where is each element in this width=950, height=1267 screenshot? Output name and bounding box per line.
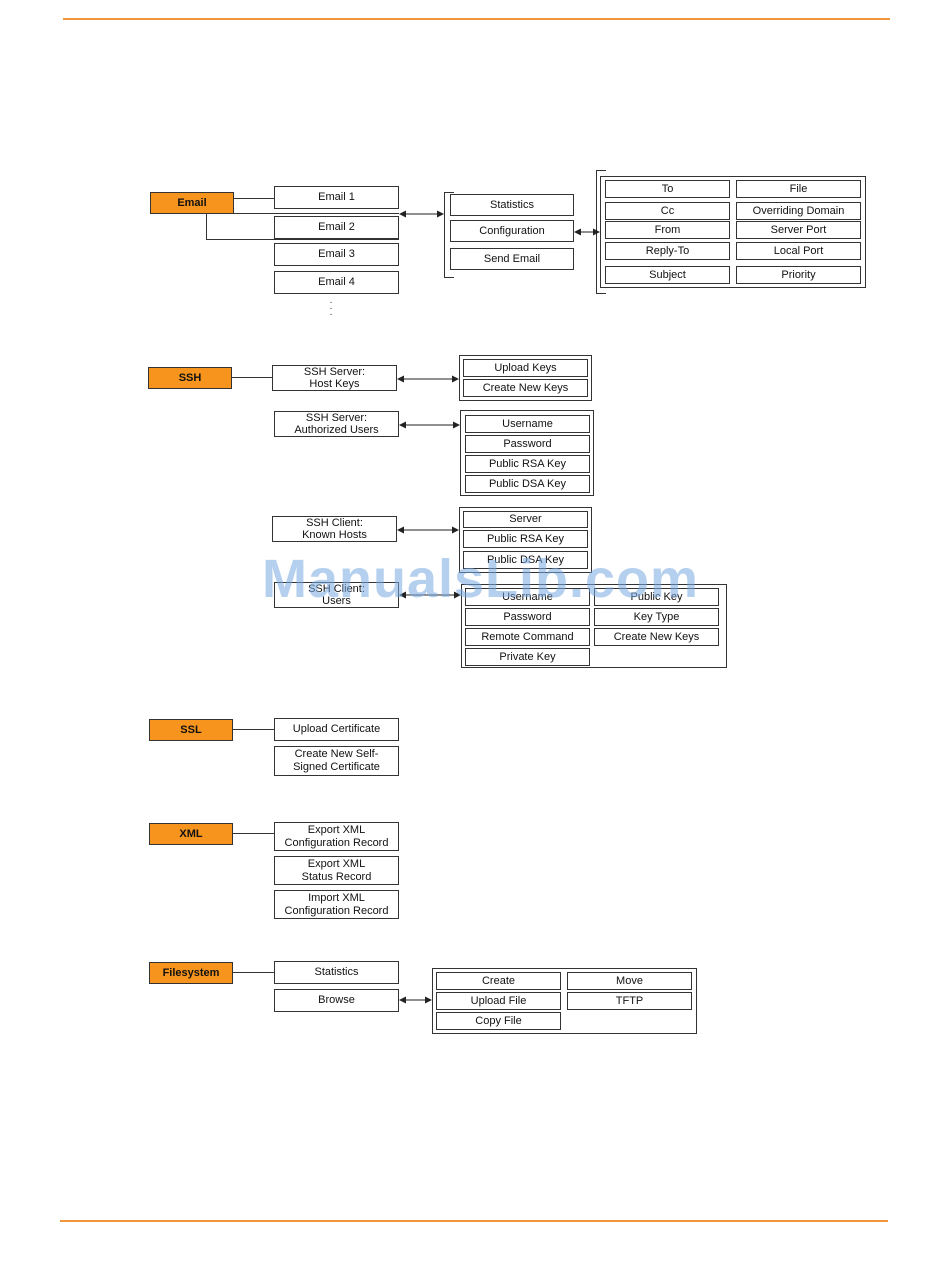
email-category: Email — [150, 192, 234, 214]
ssh-known-hosts-dsa: Public DSA Key — [463, 551, 588, 569]
bottom-rule — [60, 1220, 888, 1222]
email-connector-2 — [206, 214, 207, 240]
email-config-local-port: Local Port — [736, 242, 861, 260]
email-config-frame — [600, 176, 866, 288]
email-config-file: File — [736, 180, 861, 198]
email-config-subject: Subject — [605, 266, 730, 284]
filesystem-browse: Browse — [274, 989, 399, 1012]
ssh-known-hosts-item: SSH Client: Known Hosts — [272, 516, 397, 542]
ssh-client-key-type: Key Type — [594, 608, 719, 626]
email-connector-3 — [206, 239, 399, 240]
ssh-client-private-key: Private Key — [465, 648, 590, 666]
xml-category: XML — [149, 823, 233, 845]
email-item-3: Email 3 — [274, 243, 399, 266]
email-config-cc: Cc — [605, 202, 730, 220]
xml-export-status: Export XML Status Record — [274, 856, 399, 885]
email-config-reply-to: Reply-To — [605, 242, 730, 260]
ssh-client-public-key: Public Key — [594, 588, 719, 606]
filesystem-move: Move — [567, 972, 692, 990]
filesystem-create: Create — [436, 972, 561, 990]
ssh-authorized-dsa: Public DSA Key — [465, 475, 590, 493]
filesystem-copy-file: Copy File — [436, 1012, 561, 1030]
ssl-connector — [233, 729, 274, 730]
ssh-known-hosts-rsa: Public RSA Key — [463, 530, 588, 548]
ssh-connector — [232, 377, 272, 378]
email-config-priority: Priority — [736, 266, 861, 284]
ssh-client-username: Username — [465, 588, 590, 606]
ssh-known-hosts-server: Server — [463, 511, 588, 528]
ssh-client-remote-command: Remote Command — [465, 628, 590, 646]
ssh-category: SSH — [148, 367, 232, 389]
ssh-authorized-users-item: SSH Server: Authorized Users — [274, 411, 399, 437]
watermark: ManualsLib.com — [262, 549, 700, 609]
ssh-authorized-rsa: Public RSA Key — [465, 455, 590, 473]
filesystem-statistics: Statistics — [274, 961, 399, 984]
ssh-authorized-username: Username — [465, 415, 590, 433]
email-ellipsis: . . . — [329, 295, 333, 318]
ssh-host-keys-create: Create New Keys — [463, 379, 588, 397]
email-submenu-send: Send Email — [450, 248, 574, 270]
filesystem-connector — [233, 972, 274, 973]
email-config-from: From — [605, 221, 730, 239]
xml-export-config: Export XML Configuration Record — [274, 822, 399, 851]
email-item-4: Email 4 — [274, 271, 399, 294]
email-config-server-port: Server Port — [736, 221, 861, 239]
ssh-authorized-password: Password — [465, 435, 590, 453]
email-submenu-configuration: Configuration — [450, 220, 574, 242]
xml-connector — [233, 833, 274, 834]
ssh-client-users-item: SSH Client: Users — [274, 582, 399, 608]
ssl-upload-certificate: Upload Certificate — [274, 718, 399, 741]
top-rule — [63, 18, 890, 20]
ssh-host-keys-frame — [459, 355, 592, 401]
ssh-known-hosts-frame — [459, 507, 592, 573]
email-submenu-statistics: Statistics — [450, 194, 574, 216]
filesystem-upload-file: Upload File — [436, 992, 561, 1010]
email-connector-4 — [234, 213, 399, 214]
ssh-client-create-keys: Create New Keys — [594, 628, 719, 646]
email-item-2: Email 2 — [274, 216, 399, 239]
ssh-host-keys-upload: Upload Keys — [463, 359, 588, 377]
filesystem-tftp: TFTP — [567, 992, 692, 1010]
xml-import-config: Import XML Configuration Record — [274, 890, 399, 919]
email-connector-1 — [234, 198, 274, 199]
ssh-authorized-users-frame — [460, 410, 594, 496]
email-config-overriding-domain: Overriding Domain — [736, 202, 861, 220]
email-item-1: Email 1 — [274, 186, 399, 209]
email-config-to: To — [605, 180, 730, 198]
ssl-create-self-signed: Create New Self- Signed Certificate — [274, 746, 399, 776]
filesystem-browse-frame — [432, 968, 697, 1034]
email-submenu-bracket — [444, 192, 454, 278]
filesystem-category: Filesystem — [149, 962, 233, 984]
ssh-client-users-frame — [461, 584, 727, 668]
ssh-client-password: Password — [465, 608, 590, 626]
ssh-host-keys-item: SSH Server: Host Keys — [272, 365, 397, 391]
ssl-category: SSL — [149, 719, 233, 741]
